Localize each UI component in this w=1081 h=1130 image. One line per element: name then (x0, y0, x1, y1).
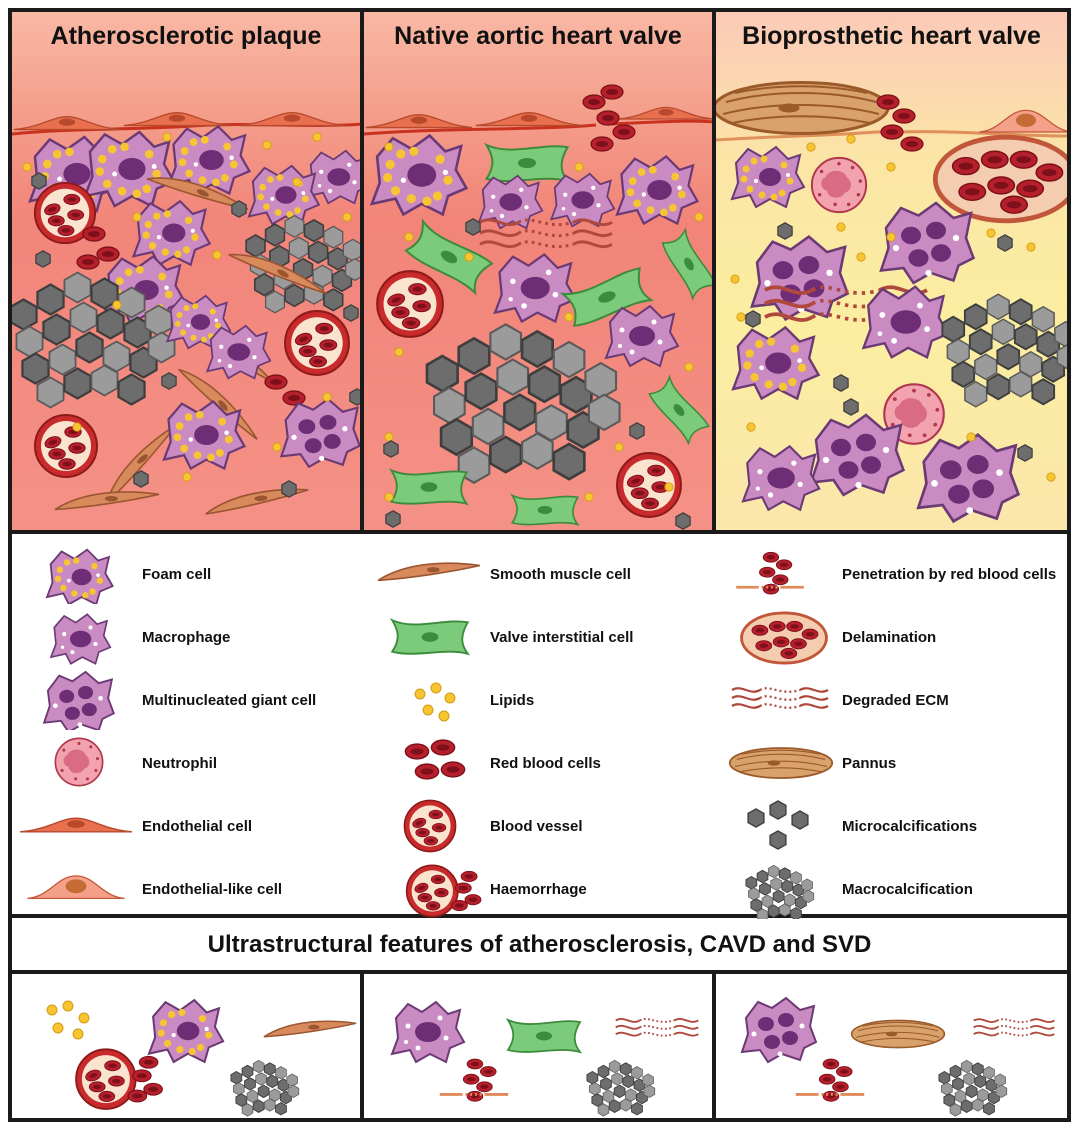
blood-vessel-icon (404, 800, 455, 851)
atherosclerosis-features-icons (46, 999, 357, 1122)
legend-label: Endothelial cell (142, 818, 253, 835)
lipids-icon (414, 682, 456, 722)
plaque-illustration (12, 111, 360, 516)
native-valve-illustration (364, 84, 712, 530)
legend-label: Delamination (842, 629, 937, 646)
macrophage-icon (50, 613, 112, 665)
endothelial-like-cell-icon (26, 875, 126, 900)
legend-label: Smooth muscle cell (490, 566, 631, 583)
delamination-shape (935, 137, 1067, 221)
features-cavd (364, 974, 716, 1122)
legend-label: Multinucleated giant cell (142, 692, 317, 709)
features-svd (716, 974, 1067, 1122)
giant-cell-icon (43, 670, 115, 730)
neutrophil-shape (810, 156, 868, 214)
pannus-icon (728, 746, 834, 780)
figure-frame: Atherosclerotic plaque (8, 8, 1071, 1122)
legend-label: Macrophage (142, 629, 231, 646)
panel-atherosclerotic-plaque: Atherosclerotic plaque (12, 12, 364, 530)
legend-label: Degraded ECM (842, 692, 949, 709)
legend-label: Haemorrhage (490, 881, 587, 898)
endothelial-like-shape (978, 109, 1067, 133)
legend-label: Macrocalcification (842, 881, 973, 898)
legend-label: Lipids (490, 692, 535, 709)
legend-label: Pannus (842, 755, 897, 772)
degraded-ecm-icon (730, 687, 830, 709)
legend-label: Endothelial-like cell (142, 881, 283, 898)
legend-label: Penetration by red blood cells (842, 566, 1057, 583)
neutrophil-icon (54, 737, 104, 787)
legend-label: Foam cell (142, 566, 212, 583)
legend-label: Neutrophil (142, 755, 217, 772)
legend: Foam cell Macrophage Multinucleated gian… (12, 530, 1067, 918)
haemorrhage-icon (407, 865, 481, 916)
panel-native-aortic-valve: Native aortic heart valve (364, 12, 716, 530)
panel-bioprosthetic-valve: Bioprosthetic heart valve (716, 12, 1067, 530)
legend-label: Valve interstitial cell (490, 629, 634, 646)
svd-features-icons (741, 997, 1056, 1122)
legend-label: Blood vessel (490, 818, 583, 835)
endothelial-cell-icon (19, 817, 133, 833)
foam-cell-icon (46, 548, 114, 604)
valve-interstitial-cell-icon (391, 619, 469, 655)
legend-label: Red blood cells (490, 755, 601, 772)
plaque-title: Atherosclerotic plaque (50, 22, 322, 50)
red-blood-cells-icon (404, 739, 466, 780)
endothelial-cell-shape (12, 115, 122, 131)
bioprosthetic-illustration (716, 80, 1067, 523)
microcalcifications-icon (747, 800, 809, 850)
penetration-icon (736, 552, 804, 594)
features-atherosclerosis (12, 974, 364, 1122)
smooth-muscle-cell-icon (377, 562, 481, 582)
native-valve-title: Native aortic heart valve (394, 22, 682, 50)
delamination-icon (742, 613, 827, 663)
macrocalcification-icon (746, 865, 814, 919)
features-banner: Ultrastructural features of atherosclero… (12, 918, 1067, 974)
legend-label: Microcalcifications (842, 818, 978, 835)
cavd-features-icons (391, 1001, 700, 1122)
bioprosthetic-title: Bioprosthetic heart valve (742, 22, 1041, 50)
